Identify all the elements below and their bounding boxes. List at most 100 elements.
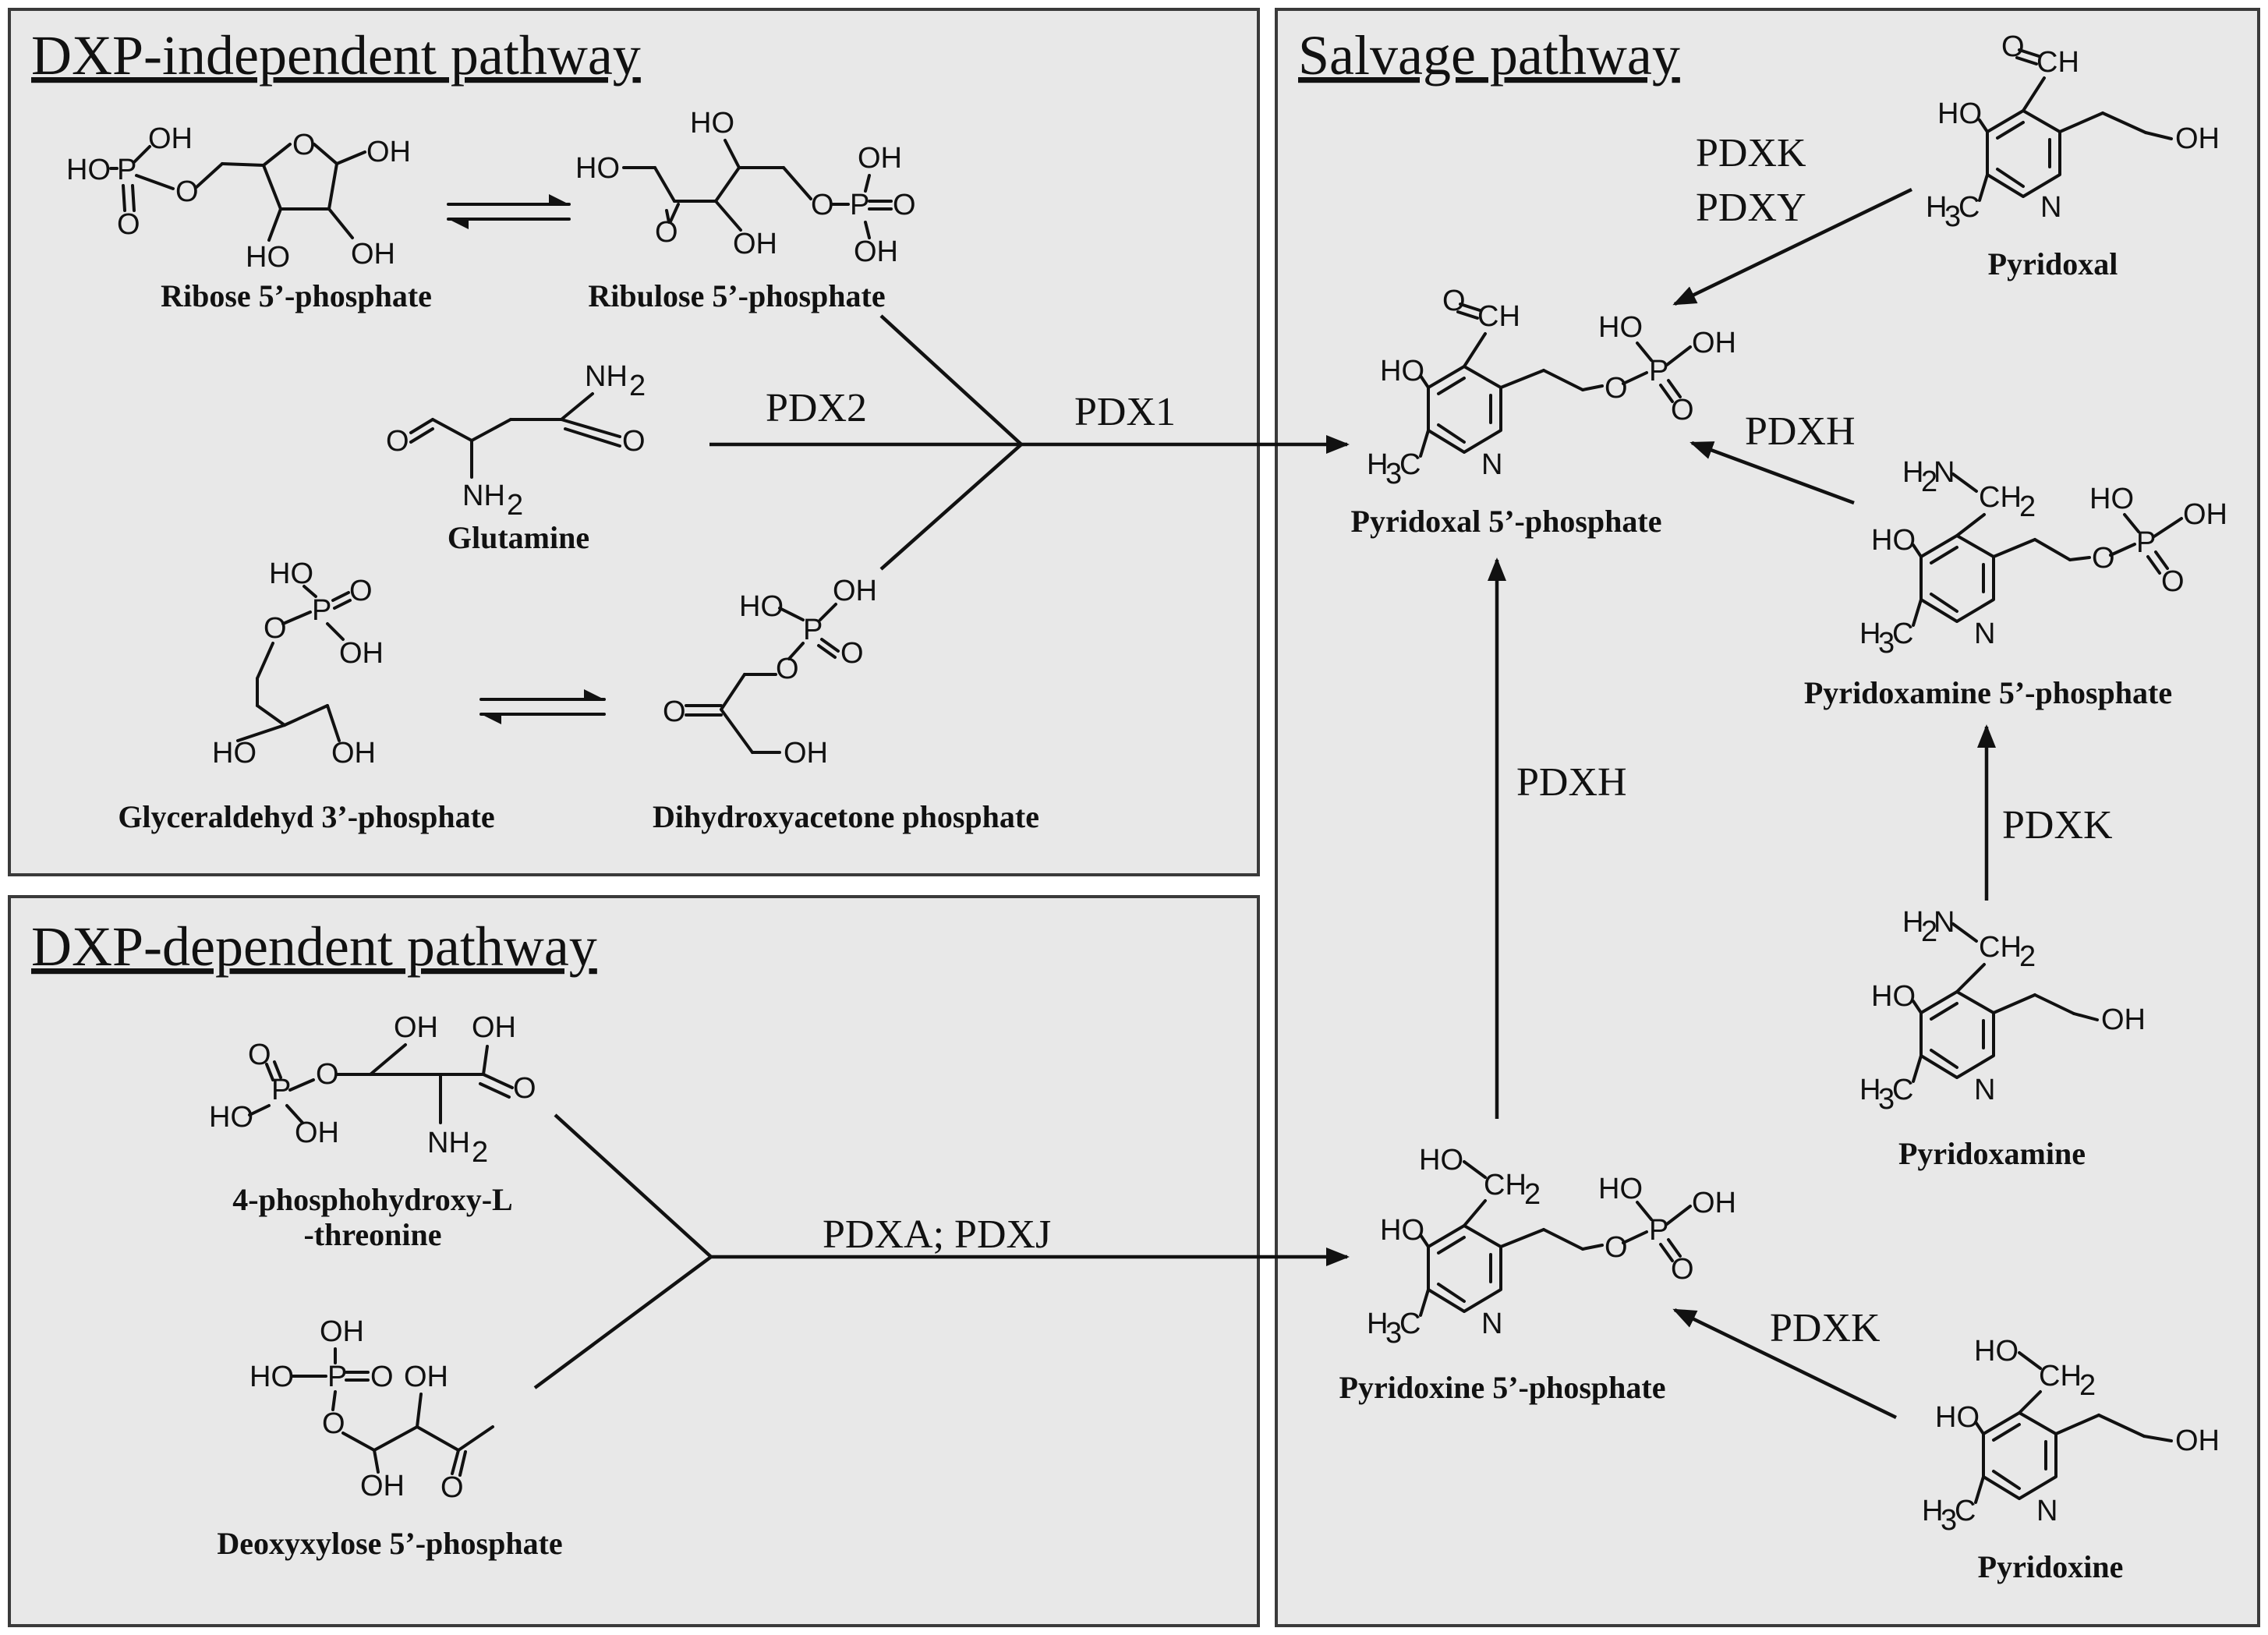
svg-text:OH: OH xyxy=(784,737,828,770)
svg-text:O: O xyxy=(386,425,409,458)
svg-text:2: 2 xyxy=(472,1136,488,1169)
svg-text:HO: HO xyxy=(66,154,111,186)
pdxk-pn-label: PDXK xyxy=(1770,1306,1881,1350)
svg-text:OH: OH xyxy=(2175,122,2220,155)
svg-text:OH: OH xyxy=(1692,327,1736,359)
pyridoxine-name: Pyridoxine xyxy=(1978,1549,2124,1584)
dxp-independent-panel xyxy=(8,8,1260,876)
svg-text:O: O xyxy=(655,216,678,249)
svg-text:HO: HO xyxy=(690,107,734,140)
svg-text:H: H xyxy=(1859,1074,1881,1106)
svg-text:H: H xyxy=(1859,618,1881,650)
pyridoxal-name: Pyridoxal xyxy=(1988,246,2118,281)
svg-text:OH: OH xyxy=(394,1011,438,1044)
svg-text:N: N xyxy=(1974,1074,1995,1106)
svg-text:N: N xyxy=(2036,1495,2057,1527)
svg-text:2: 2 xyxy=(2019,490,2036,523)
svg-text:N: N xyxy=(1974,618,1995,650)
svg-text:H: H xyxy=(1926,191,1947,224)
svg-text:O: O xyxy=(1671,394,1694,426)
plp-name: Pyridoxal 5’-phosphate xyxy=(1351,504,1662,539)
svg-text:OH: OH xyxy=(351,238,395,271)
svg-text:HO: HO xyxy=(739,590,784,623)
svg-text:O: O xyxy=(840,637,864,670)
svg-text:H: H xyxy=(1367,1308,1388,1340)
svg-text:NH: NH xyxy=(427,1127,470,1159)
svg-text:CH: CH xyxy=(1979,481,2022,514)
pdxh-pmp-label: PDXH xyxy=(1745,409,1856,454)
svg-text:O: O xyxy=(663,695,686,728)
dhap-name: Dihydroxyacetone phosphate xyxy=(653,799,1039,834)
dxp-to-node-line xyxy=(533,1255,713,1389)
pyridoxamine-name: Pyridoxamine xyxy=(1898,1136,2086,1171)
svg-text:3: 3 xyxy=(1385,458,1402,490)
pdxk-pm-label: PDXK xyxy=(2002,803,2113,848)
svg-text:HO: HO xyxy=(212,737,257,770)
svg-text:C: C xyxy=(1958,191,1980,224)
salvage-title: Salvage pathway xyxy=(1298,24,1680,87)
pyridoxamine-structure: H 2 N CH 2 HO H 3 C N OH xyxy=(1859,906,2146,1116)
svg-text:OH: OH xyxy=(339,637,384,670)
svg-text:H: H xyxy=(1902,456,1923,489)
svg-text:2: 2 xyxy=(1524,1178,1541,1211)
dxp-structure: OH HO P O OH O OH O xyxy=(249,1315,494,1504)
svg-text:C: C xyxy=(1955,1495,1976,1527)
pdxa-pdxj-label: PDXA; PDXJ xyxy=(823,1212,1051,1257)
glutamine-name: Glutamine xyxy=(448,520,589,555)
svg-text:HO: HO xyxy=(1380,355,1424,388)
svg-text:H: H xyxy=(1922,1495,1943,1527)
svg-text:HO: HO xyxy=(249,1361,294,1393)
glyceraldehyde3p-name: Glyceraldehyd 3’-phosphate xyxy=(118,799,494,834)
dhap-to-node-line xyxy=(879,443,1023,571)
pmp-to-plp-arrow xyxy=(1690,441,1855,505)
svg-text:2: 2 xyxy=(2019,940,2036,973)
svg-text:P: P xyxy=(327,1361,347,1393)
svg-text:HO: HO xyxy=(246,241,290,274)
svg-text:CH: CH xyxy=(2039,1360,2082,1393)
svg-text:3: 3 xyxy=(1878,627,1895,660)
svg-text:2: 2 xyxy=(1921,465,1937,498)
pdxh-pnp-label: PDXH xyxy=(1516,760,1627,805)
pdx2-label: PDX2 xyxy=(766,386,867,430)
pdxk-top-label: PDXK xyxy=(1696,131,1806,175)
svg-text:OH: OH xyxy=(854,235,898,268)
svg-text:HO: HO xyxy=(1598,1173,1643,1205)
pyridoxal-to-plp-arrow xyxy=(1672,187,1912,306)
svg-text:O: O xyxy=(776,653,799,685)
svg-text:O: O xyxy=(1671,1253,1694,1286)
svg-text:OH: OH xyxy=(733,228,777,260)
pdx1-label: PDX1 xyxy=(1074,390,1176,434)
svg-text:N: N xyxy=(1934,906,1955,939)
svg-text:CH: CH xyxy=(2036,46,2079,79)
svg-text:3: 3 xyxy=(1941,1504,1957,1537)
svg-text:O: O xyxy=(370,1361,394,1393)
pmp-structure: H 2 N CH 2 HO H 3 C N O HO P OH O xyxy=(1859,456,2227,660)
svg-text:HO: HO xyxy=(269,557,313,590)
svg-text:2: 2 xyxy=(1921,915,1937,948)
svg-text:OH: OH xyxy=(858,142,902,175)
ribulose5p-name: Ribulose 5’-phosphate xyxy=(588,278,885,313)
svg-text:C: C xyxy=(1399,1308,1421,1340)
svg-text:NH: NH xyxy=(462,480,505,512)
svg-text:OH: OH xyxy=(320,1315,364,1348)
svg-text:CH: CH xyxy=(1979,931,2022,964)
hthr-name-line2: -threonine xyxy=(303,1217,441,1252)
svg-text:N: N xyxy=(1934,456,1955,489)
svg-text:N: N xyxy=(1481,1308,1502,1340)
svg-text:CH: CH xyxy=(1477,300,1520,333)
hthr-structure: O P HO OH O OH OH O NH 2 xyxy=(209,1011,536,1169)
svg-text:NH: NH xyxy=(585,360,628,393)
ribose5p-name: Ribose 5’-phosphate xyxy=(161,278,432,313)
pyridoxine-structure: HO CH 2 HO H 3 C N OH xyxy=(1922,1335,2220,1537)
svg-text:OH: OH xyxy=(2183,498,2227,531)
svg-text:OH: OH xyxy=(1692,1187,1736,1219)
hthr-name-line1: 4-phosphohydroxy-L xyxy=(232,1182,512,1217)
glyceraldehyde3p-structure: HO P O O OH HO OH xyxy=(212,557,384,770)
dxp-dependent-panel xyxy=(8,895,1260,1627)
svg-text:HO: HO xyxy=(209,1101,253,1134)
svg-text:O: O xyxy=(622,425,646,458)
svg-text:P: P xyxy=(271,1074,291,1106)
svg-text:OH: OH xyxy=(360,1470,405,1502)
svg-text:O: O xyxy=(349,575,373,607)
